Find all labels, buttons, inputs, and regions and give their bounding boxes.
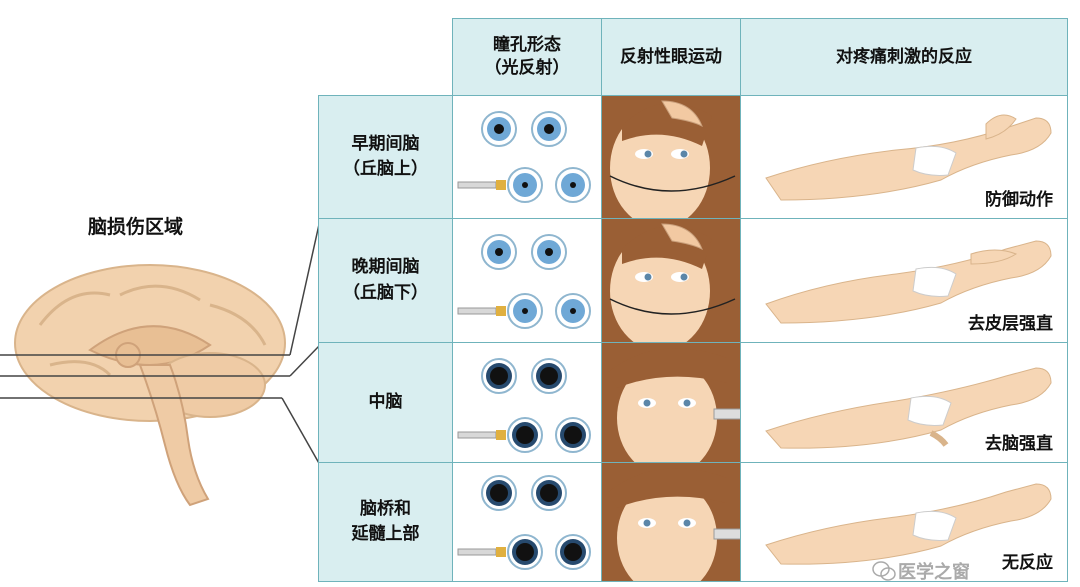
header-eye-movement: 反射性眼运动 — [601, 18, 741, 96]
lying-body-illustration — [765, 483, 1052, 565]
penlight-icon — [457, 430, 506, 440]
eye-icon — [507, 293, 543, 329]
response-label-row4: 无反应 — [1002, 553, 1053, 573]
header-pupil-line1: 瞳孔形态 — [493, 35, 561, 56]
lying-body-illustration — [765, 240, 1052, 324]
eye-icon — [481, 475, 517, 511]
eye-icon — [481, 234, 517, 270]
eye-icon — [531, 358, 567, 394]
response-label-row1: 防御动作 — [985, 190, 1053, 210]
watermark: 医学之窗 — [898, 562, 970, 583]
response-label-row3: 去脑强直 — [985, 434, 1053, 454]
face-illustration-row1 — [601, 95, 741, 219]
row-label-pons-medulla: 脑桥和 延髓上部 — [318, 462, 453, 582]
eye-icon — [531, 475, 567, 511]
eye-icon — [507, 417, 543, 453]
penlight-icon — [457, 180, 506, 190]
brain-illustration — [0, 264, 290, 507]
connector-lines — [281, 219, 321, 466]
eye-icon — [555, 417, 591, 453]
eye-icon — [555, 293, 591, 329]
row-label-late-diencephalon: 晚期间脑 （丘脑下） — [318, 218, 453, 343]
eye-icon — [555, 534, 591, 570]
eye-icon — [531, 111, 567, 147]
eye-icon — [555, 167, 591, 203]
row-label-midbrain: 中脑 — [318, 342, 453, 463]
pain-response-cell-row2: 去皮层强直 — [740, 218, 1068, 343]
response-label-row2: 去皮层强直 — [968, 314, 1053, 334]
eye-icon — [481, 111, 517, 147]
header-pain-response: 对疼痛刺激的反应 — [740, 18, 1068, 96]
pain-response-cell-row4: 无反应 — [740, 462, 1068, 582]
pupil-cell-row4 — [452, 462, 602, 582]
eye-icon — [507, 534, 543, 570]
pupil-cell-row3 — [452, 342, 602, 463]
lying-body-illustration — [765, 114, 1052, 201]
penlight-icon — [457, 306, 506, 316]
pain-response-cell-row3: 去脑强直 — [740, 342, 1068, 463]
header-pupil: 瞳孔形态 （光反射） — [452, 18, 602, 96]
eye-icon — [507, 167, 543, 203]
wechat-icon — [872, 561, 896, 581]
pupil-cell-row2 — [452, 218, 602, 343]
eye-icon — [531, 234, 567, 270]
pain-response-cell-row1: 防御动作 — [740, 95, 1068, 219]
penlight-icon — [457, 547, 506, 557]
pupil-cell-row1 — [452, 95, 602, 219]
face-illustration-row4 — [601, 462, 741, 582]
header-pupil-line2: （光反射） — [484, 58, 570, 78]
row-label-early-diencephalon: 早期间脑 （丘脑上） — [318, 95, 453, 219]
eye-icon — [481, 358, 517, 394]
brain-region-title: 脑损伤区域 — [88, 216, 184, 238]
face-illustration-row3 — [601, 342, 741, 463]
lying-body-illustration — [765, 367, 1052, 449]
face-illustration-row2 — [601, 218, 741, 343]
